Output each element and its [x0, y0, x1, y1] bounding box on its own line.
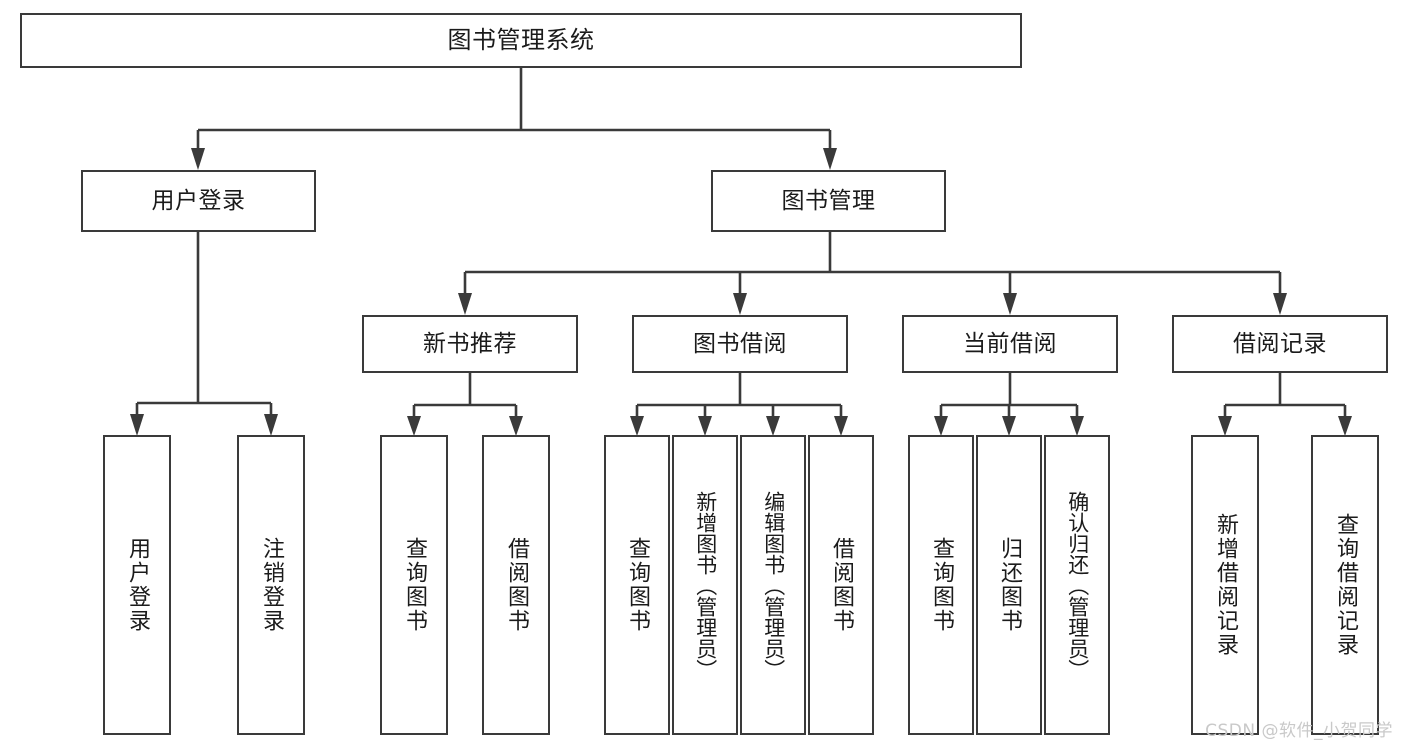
leaf-add-borrow-record[interactable]: 新增借阅记录: [1191, 435, 1259, 735]
node-borrow-record[interactable]: 借阅记录: [1172, 315, 1388, 373]
leaf-borrow-book[interactable]: 借阅图书: [808, 435, 874, 735]
node-user-login[interactable]: 用户登录: [81, 170, 316, 232]
node-new-book-recommend[interactable]: 新书推荐: [362, 315, 578, 373]
leaf-add-book-admin[interactable]: 新增图书（管理员）: [672, 435, 738, 735]
node-book-borrow[interactable]: 图书借阅: [632, 315, 848, 373]
leaf-user-login[interactable]: 用户登录: [103, 435, 171, 735]
leaf-add-borrow-record-label: 新增借阅记录: [1212, 513, 1238, 657]
node-new-book-recommend-label: 新书推荐: [423, 330, 517, 357]
leaf-edit-book-admin[interactable]: 编辑图书（管理员）: [740, 435, 806, 735]
node-book-manage-label: 图书管理: [781, 187, 876, 214]
node-user-login-label: 用户登录: [151, 187, 246, 214]
node-current-borrow-label: 当前借阅: [963, 330, 1057, 357]
leaf-return-book-label: 归还图书: [996, 537, 1022, 633]
node-book-borrow-label: 图书借阅: [693, 330, 787, 357]
leaf-borrow-book-label: 借阅图书: [828, 537, 854, 633]
leaf-new-book-query[interactable]: 查询图书: [380, 435, 448, 735]
leaf-confirm-return-admin-label: 确认归还（管理员）: [1065, 490, 1090, 680]
leaf-query-borrow-record-label: 查询借阅记录: [1332, 513, 1358, 657]
leaf-current-query-book-label: 查询图书: [928, 537, 954, 633]
leaf-query-borrow-record[interactable]: 查询借阅记录: [1311, 435, 1379, 735]
node-root-system-label: 图书管理系统: [447, 25, 595, 54]
leaf-add-book-admin-label: 新增图书（管理员）: [693, 490, 718, 680]
leaf-new-book-borrow-label: 借阅图书: [503, 537, 529, 633]
leaf-new-book-borrow[interactable]: 借阅图书: [482, 435, 550, 735]
arrowheads: [130, 148, 1352, 436]
leaf-logout-label: 注销登录: [258, 537, 284, 633]
node-current-borrow[interactable]: 当前借阅: [902, 315, 1118, 373]
leaf-user-login-label: 用户登录: [124, 537, 150, 633]
leaf-current-query-book[interactable]: 查询图书: [908, 435, 974, 735]
leaf-confirm-return-admin[interactable]: 确认归还（管理员）: [1044, 435, 1110, 735]
leaf-edit-book-admin-label: 编辑图书（管理员）: [761, 490, 786, 680]
leaf-borrow-query-book[interactable]: 查询图书: [604, 435, 670, 735]
leaf-borrow-query-book-label: 查询图书: [624, 537, 650, 633]
node-root-system[interactable]: 图书管理系统: [20, 13, 1022, 68]
leaf-return-book[interactable]: 归还图书: [976, 435, 1042, 735]
node-borrow-record-label: 借阅记录: [1233, 330, 1327, 357]
leaf-logout[interactable]: 注销登录: [237, 435, 305, 735]
node-book-manage[interactable]: 图书管理: [711, 170, 946, 232]
leaf-new-book-query-label: 查询图书: [401, 537, 427, 633]
